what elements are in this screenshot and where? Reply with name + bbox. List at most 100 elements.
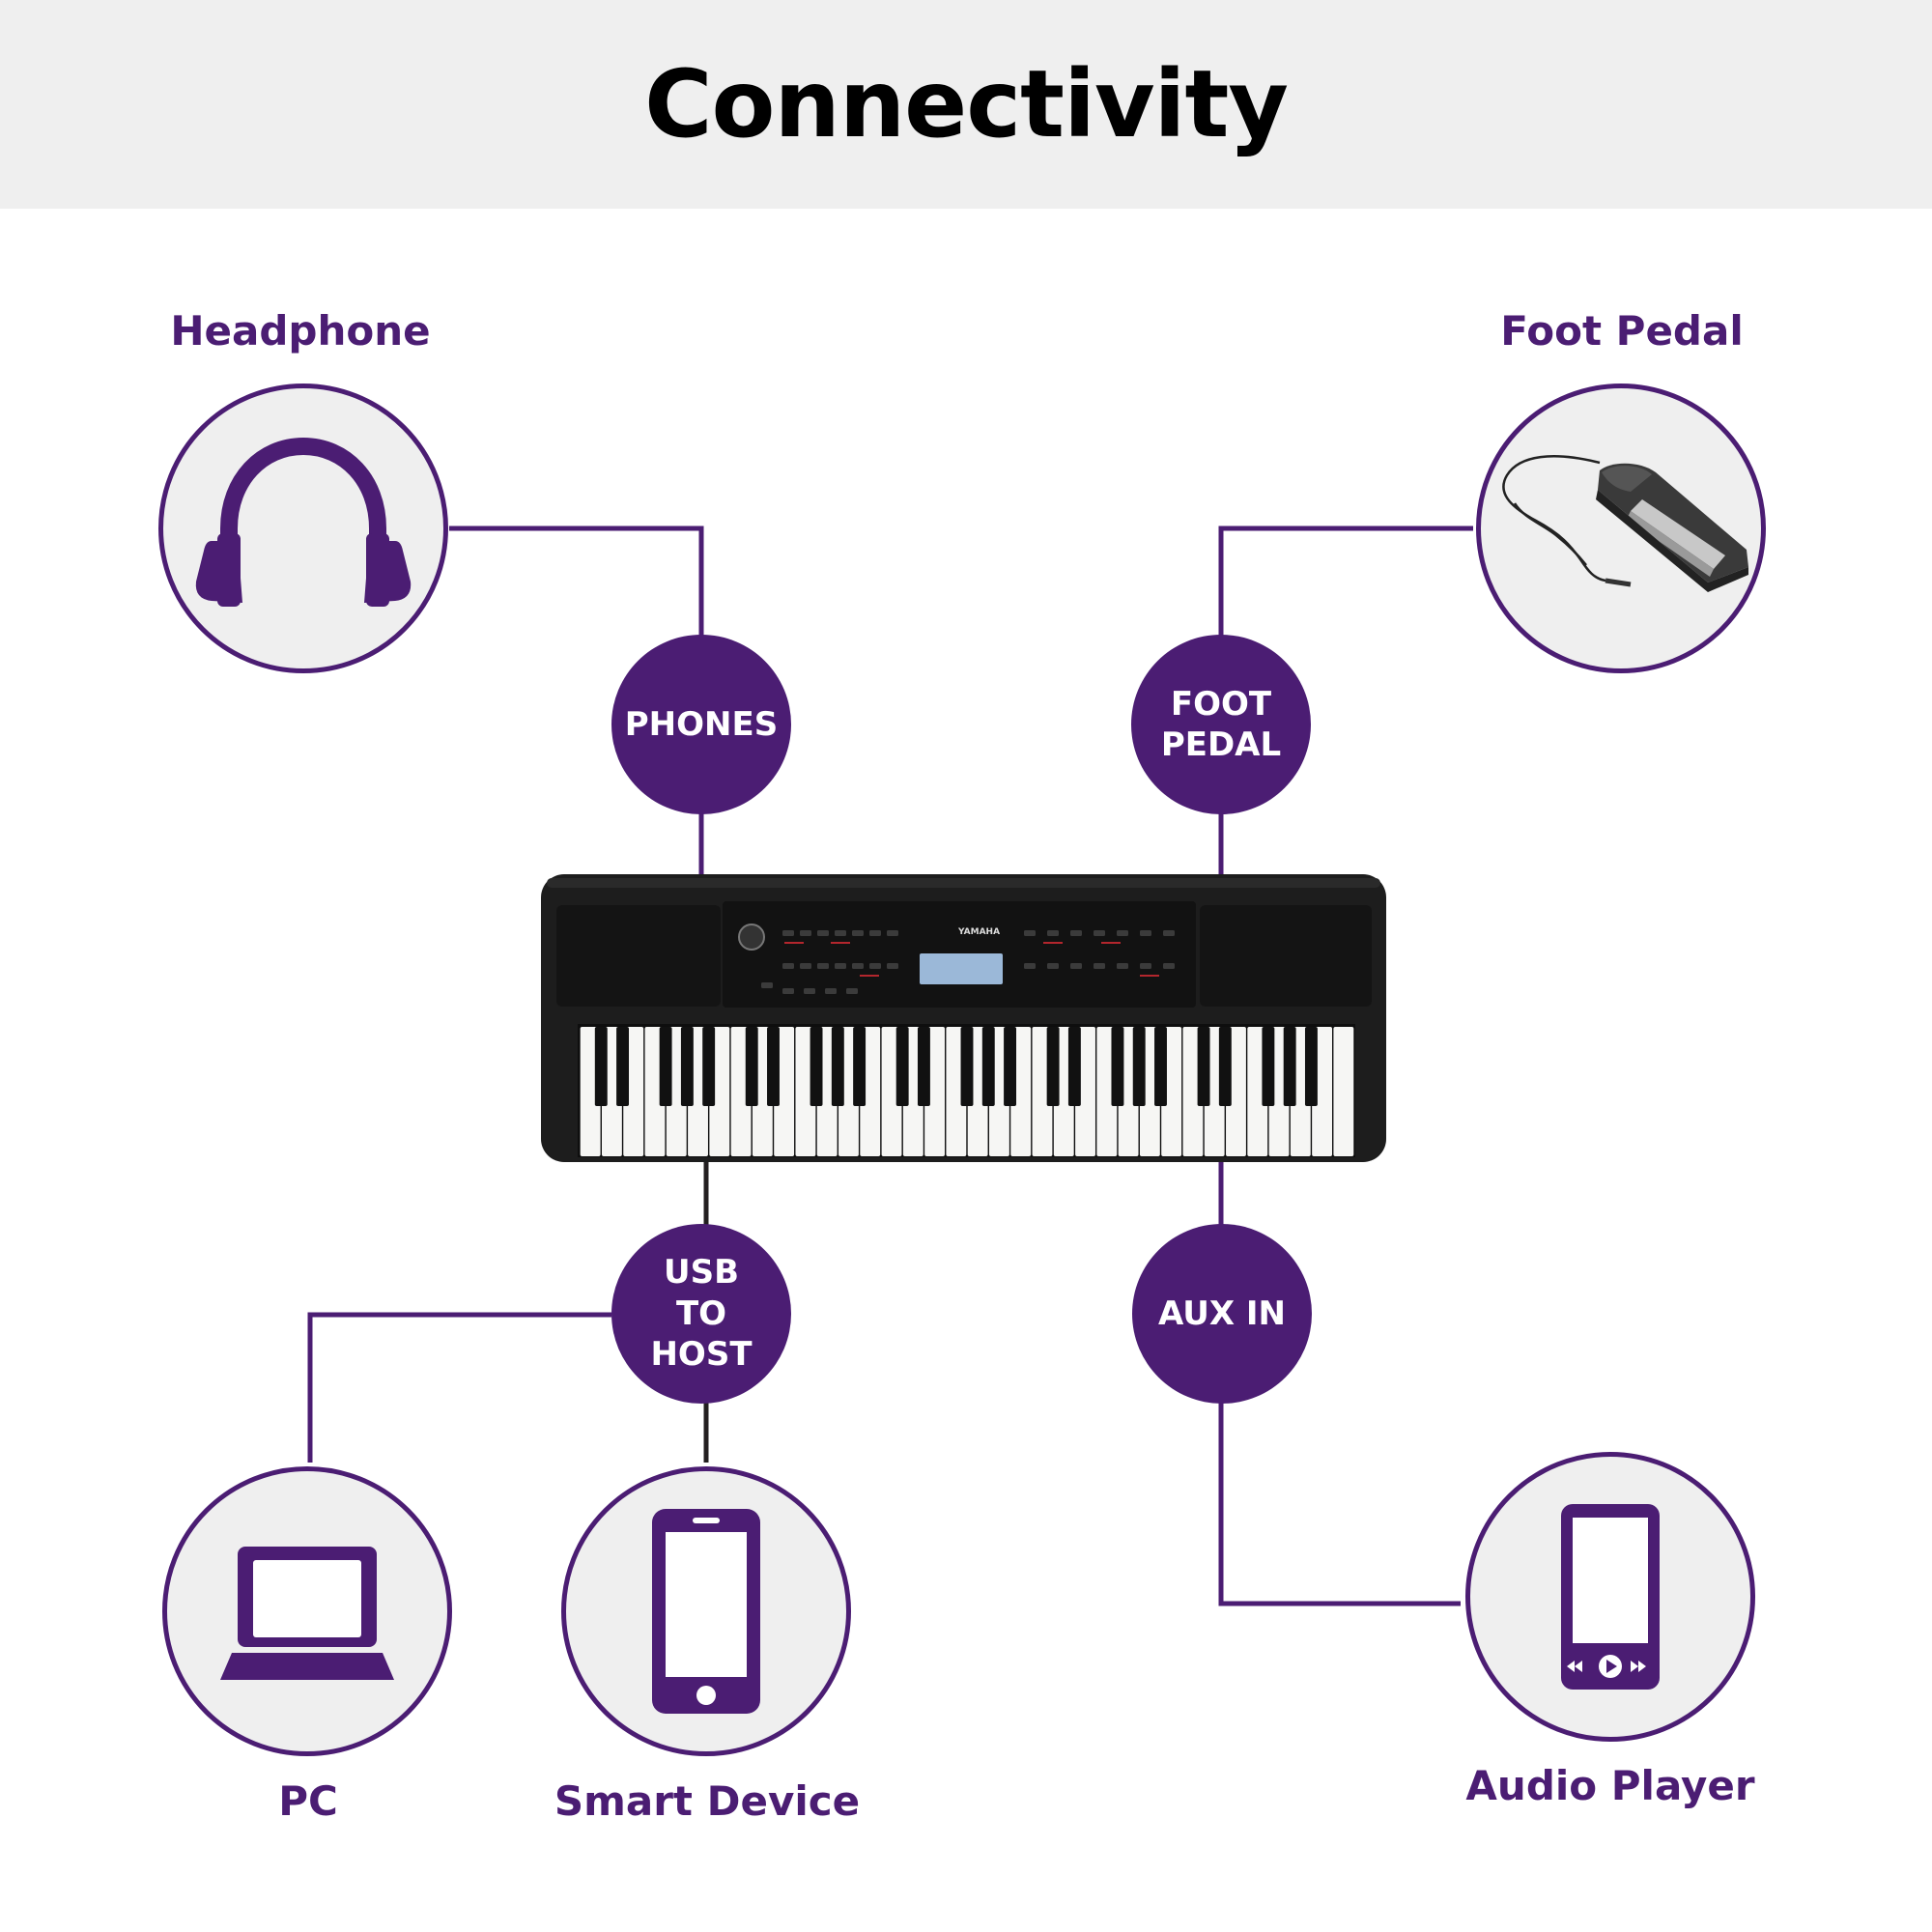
panel-button <box>887 930 898 936</box>
volume-knob <box>738 923 765 951</box>
panel-button <box>800 963 811 969</box>
panel-button <box>835 930 846 936</box>
black-key <box>831 1027 844 1106</box>
white-key <box>1333 1027 1354 1156</box>
black-key <box>767 1027 780 1106</box>
page-title: Connectivity <box>644 50 1289 158</box>
panel-button <box>1117 930 1128 936</box>
black-key <box>1154 1027 1167 1106</box>
headphone-icon <box>195 437 412 607</box>
panel-button <box>1140 930 1151 936</box>
black-key <box>981 1027 995 1106</box>
left-speaker-grille <box>556 905 721 1007</box>
port-foot-pedal: FOOT PEDAL <box>1131 635 1311 814</box>
line-pc <box>307 1312 611 1463</box>
black-key <box>1067 1027 1081 1106</box>
audio-player-icon <box>1561 1504 1660 1690</box>
panel-button <box>846 988 858 994</box>
panel-red-marking <box>1101 942 1121 944</box>
black-key <box>1197 1027 1210 1106</box>
panel-button <box>852 930 864 936</box>
panel-button <box>1047 963 1059 969</box>
panel-button <box>817 963 829 969</box>
panel-button <box>1117 963 1128 969</box>
panel-button <box>1140 963 1151 969</box>
panel-button <box>825 988 837 994</box>
headphone-label: Headphone <box>170 307 431 355</box>
header-band: Connectivity <box>0 0 1932 209</box>
audio-player-label: Audio Player <box>1465 1762 1755 1809</box>
panel-button <box>1024 930 1036 936</box>
panel-button <box>1070 930 1082 936</box>
black-key <box>616 1027 630 1106</box>
black-key <box>1046 1027 1060 1106</box>
panel-button <box>1070 963 1082 969</box>
black-key <box>1111 1027 1124 1106</box>
black-key <box>702 1027 716 1106</box>
panel-red-marking <box>860 975 879 977</box>
smartphone-icon <box>652 1509 760 1714</box>
black-key <box>1132 1027 1146 1106</box>
black-key <box>680 1027 694 1106</box>
panel-button <box>1094 963 1105 969</box>
black-key <box>1004 1027 1017 1106</box>
black-key <box>917 1027 930 1106</box>
black-key <box>853 1027 867 1106</box>
port-usb-to-host: USB TO HOST <box>611 1224 791 1404</box>
panel-button <box>817 930 829 936</box>
panel-button <box>852 963 864 969</box>
panel-red-marking <box>1140 975 1159 977</box>
black-key <box>895 1027 909 1106</box>
panel-buttons <box>761 930 1175 994</box>
black-key <box>1283 1027 1296 1106</box>
port-foot-pedal-label: FOOT PEDAL <box>1160 684 1282 765</box>
panel-button <box>1163 930 1175 936</box>
line-headphone <box>449 526 704 636</box>
black-key <box>659 1027 672 1106</box>
headphone-circle <box>158 384 448 673</box>
port-phones-label: PHONES <box>624 704 779 744</box>
panel-button <box>1094 930 1105 936</box>
line-foot-pedal <box>1218 526 1473 636</box>
panel-button <box>869 930 881 936</box>
panel-button <box>1047 930 1059 936</box>
keyboard-svg: YAMAHA <box>541 874 1386 1162</box>
lcd-display <box>920 953 1003 984</box>
line-audio-player <box>1218 1403 1461 1606</box>
pc-label: PC <box>278 1777 338 1825</box>
panel-button <box>800 930 811 936</box>
panel-button <box>1024 963 1036 969</box>
right-speaker-grille <box>1200 905 1372 1007</box>
panel-red-marking <box>1043 942 1063 944</box>
black-key <box>810 1027 823 1106</box>
brand-logo: YAMAHA <box>957 927 1000 937</box>
black-key <box>745 1027 758 1106</box>
panel-button <box>887 963 898 969</box>
panel-red-marking <box>831 942 850 944</box>
laptop-icon <box>220 1547 394 1680</box>
panel-button <box>835 963 846 969</box>
panel-button <box>1163 963 1175 969</box>
black-key <box>960 1027 974 1106</box>
port-usb-to-host-label: USB TO HOST <box>650 1253 753 1375</box>
port-aux-in-label: AUX IN <box>1157 1293 1287 1333</box>
panel-button <box>804 988 815 994</box>
black-key <box>1262 1027 1275 1106</box>
black-keys <box>594 1027 1318 1106</box>
black-key <box>1218 1027 1232 1106</box>
foot-pedal-circle <box>1476 384 1766 673</box>
keyboard-photo: YAMAHA <box>541 874 1386 1162</box>
pc-circle <box>162 1466 452 1756</box>
black-key <box>1304 1027 1318 1106</box>
port-aux-in: AUX IN <box>1132 1224 1312 1404</box>
port-phones: PHONES <box>611 635 791 814</box>
smart-device-circle <box>561 1466 851 1756</box>
panel-button <box>761 982 773 988</box>
panel-button <box>782 988 794 994</box>
black-key <box>594 1027 608 1106</box>
smart-device-label: Smart Device <box>554 1777 861 1825</box>
panel-red-marking <box>784 942 804 944</box>
panel-button <box>869 963 881 969</box>
panel-button <box>782 963 794 969</box>
